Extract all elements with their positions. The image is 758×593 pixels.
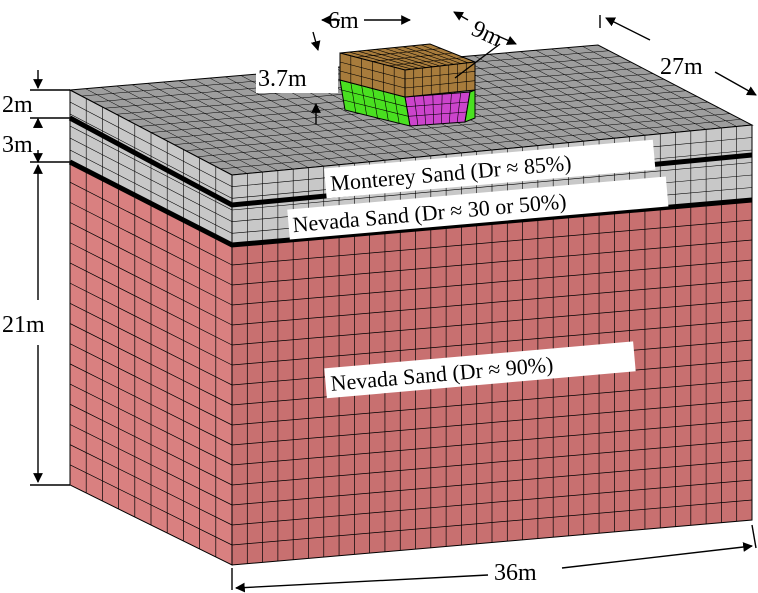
- dim-label-9m: 9m: [467, 16, 506, 53]
- mesh-line-upper-front: [69, 113, 233, 199]
- mesh-line-roof-front: [339, 61, 406, 80]
- dim-tick-36m-right: [751, 524, 757, 549]
- mesh-line-lower-front: [69, 282, 233, 366]
- layer-boundary-lower: [68, 159, 753, 248]
- mesh-line-lower-right: [231, 279, 753, 326]
- dim-label-3-7m: 3.7m: [258, 66, 307, 92]
- dim-line-27m-bottom: [714, 71, 757, 96]
- mesh-line-foundation: [406, 101, 469, 107]
- mesh-line-lower-front: [69, 181, 233, 266]
- mesh-line-lower-front: [69, 403, 233, 486]
- mesh-line-lower-front: [69, 202, 233, 286]
- mesh-line-lower-right: [231, 499, 753, 546]
- label-box-top-layer: [324, 139, 656, 199]
- mesh-line-lower-right: [231, 299, 753, 346]
- mesh-line-wall: [343, 99, 409, 117]
- mesh-line-lower-right: [231, 479, 753, 526]
- dim-label-3m: 3m: [2, 132, 33, 158]
- mesh-line-lower-front: [69, 343, 233, 426]
- mesh-line-lower-right: [231, 239, 753, 286]
- mesh-line-lower-front: [69, 464, 233, 546]
- structure: [339, 43, 476, 127]
- dim-label-2m: 2m: [2, 92, 33, 118]
- mesh-line-wall: [372, 88, 378, 119]
- mesh-line-top: [197, 107, 720, 158]
- mesh-line-lower-right: [231, 259, 753, 306]
- mesh-line-lower-front: [69, 323, 233, 406]
- mesh-line-roof-right: [404, 80, 476, 89]
- mesh-line-foundation: [441, 94, 443, 124]
- mesh-line-lower-front: [69, 363, 233, 446]
- mesh-line-lower-front: [69, 424, 233, 506]
- mesh-line-wall: [383, 91, 389, 121]
- mesh-line-upper-front: [69, 137, 233, 222]
- label-box-middle-layer: [287, 176, 669, 240]
- dim-label-21m: 21m: [2, 312, 45, 338]
- mesh-line-upper-front: [69, 149, 233, 234]
- dim-label-27m: 27m: [660, 54, 703, 80]
- mesh-line-lower-front: [69, 242, 233, 326]
- mesh-line-lower-front: [69, 262, 233, 346]
- mesh-line-wall: [361, 85, 367, 116]
- mesh-line-foundation: [408, 111, 467, 117]
- dim-label-6m: 6m: [328, 8, 359, 34]
- mesh-line-top: [185, 101, 709, 151]
- mesh-line-upper-front: [69, 101, 233, 187]
- dim-line-9m-leader: [454, 43, 501, 79]
- mesh-line-lower-right: [231, 399, 753, 446]
- dim-label-36m: 36m: [494, 560, 537, 586]
- mesh-line-foundation: [423, 95, 427, 125]
- mesh-line-lower-right: [231, 459, 753, 506]
- mesh-line-top: [208, 113, 731, 164]
- mesh-line-foundation: [448, 93, 452, 124]
- dimension-lines: [30, 11, 757, 593]
- mesh-line-roof: [388, 57, 464, 67]
- dim-line-36m-left: [235, 574, 489, 593]
- mesh-line-lower-right: [231, 419, 753, 466]
- mesh-line-lower-right: [231, 219, 753, 266]
- dim-line-36m-right: [561, 542, 753, 569]
- mesh-line-lower-front: [69, 444, 233, 526]
- mesh-line-lower-right: [231, 439, 753, 486]
- label-box-bottom-layer: [324, 341, 636, 399]
- mesh-line-foundation: [413, 96, 419, 126]
- mesh-line-upper-front: [69, 125, 233, 211]
- dim-line-27m-top: [605, 17, 651, 41]
- mesh-line-lower-front: [69, 222, 233, 306]
- dim-line-3-7m-top: [310, 31, 321, 51]
- mesh-line-roof-right: [404, 71, 476, 80]
- mesh-line-lower-right: [231, 379, 753, 426]
- structure-mesh: [339, 44, 476, 126]
- mesh-line-roof: [356, 48, 442, 58]
- mesh-line-lower-front: [69, 383, 233, 466]
- mesh-line-lower-right: [231, 319, 753, 366]
- mesh-line-foundation: [432, 94, 434, 125]
- mesh-line-roof: [372, 52, 453, 62]
- mesh-line-foundation: [456, 92, 462, 123]
- mesh-line-wall: [393, 94, 400, 124]
- mesh-line-wall: [341, 89, 407, 107]
- mesh-line-upper-right: [231, 162, 753, 211]
- dim-line-9m-right: [497, 35, 517, 45]
- mesh-line-top: [220, 119, 742, 170]
- dim-line-9m-left: [453, 11, 469, 21]
- mesh-line-roof-front: [339, 70, 406, 89]
- mesh-line-wall: [350, 82, 357, 113]
- mesh-line-lower-front: [69, 302, 233, 386]
- dim-box-3-7m: [256, 63, 338, 93]
